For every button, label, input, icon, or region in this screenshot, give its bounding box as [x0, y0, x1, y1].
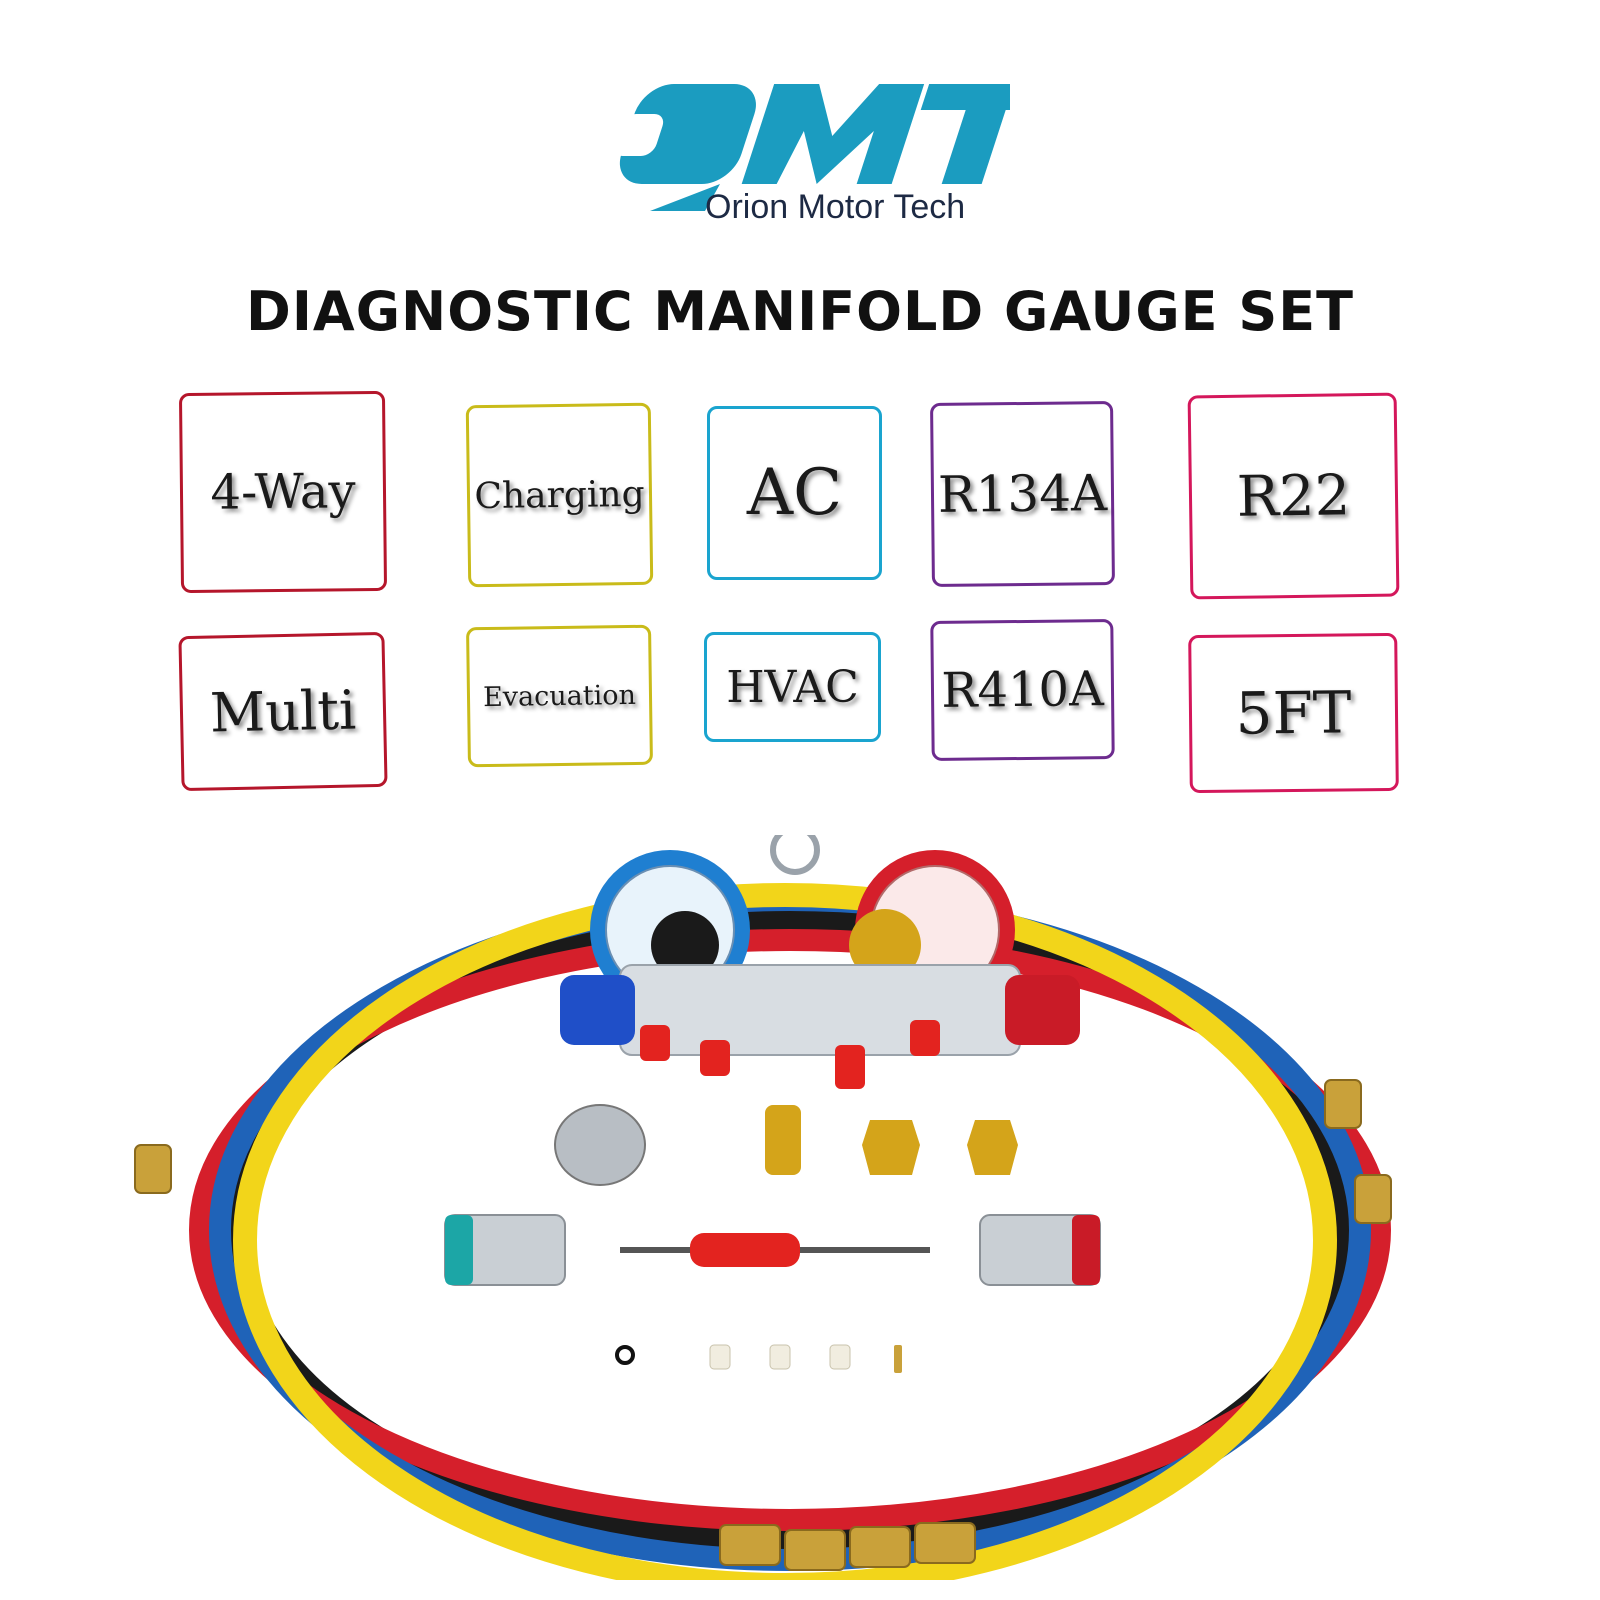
tag-label: 5FT — [1235, 678, 1352, 748]
tag-label: AC — [746, 456, 843, 530]
tag-r22: R22 — [1187, 392, 1400, 600]
manifold-body — [560, 835, 1080, 1089]
tag-label: R22 — [1236, 462, 1351, 530]
tag-label: Evacuation — [482, 679, 637, 713]
tag-hvac: HVAC — [704, 632, 881, 742]
yellow-hose — [233, 883, 1337, 1580]
tag-label: R134A — [937, 464, 1108, 524]
tag-4-way: 4-Way — [178, 390, 388, 594]
tag-evacuation: Evacuation — [466, 624, 653, 768]
tag-label: 4-Way — [210, 463, 356, 521]
tag-label: R410A — [940, 661, 1104, 719]
hose-fittings — [134, 1079, 1392, 1571]
tag-multi: Multi — [178, 631, 388, 792]
tag-label: HVAC — [726, 661, 859, 713]
tag-label: Multi — [209, 678, 357, 745]
adapters-and-accessories — [444, 1104, 1101, 1373]
brand-name: Orion Motor Tech — [705, 188, 966, 226]
product-photo — [120, 835, 1460, 1580]
red-hose — [189, 929, 1391, 1531]
tag-ac: AC — [707, 406, 882, 580]
omt-logo-graphic — [614, 84, 1010, 211]
tag-5ft: 5FT — [1188, 632, 1399, 794]
tag-charging: Charging — [465, 402, 654, 588]
brand-logo: Orion Motor Tech — [580, 66, 1010, 236]
tag-r410a: R410A — [930, 619, 1115, 761]
tag-r134a: R134A — [930, 401, 1115, 587]
page-title: DIAGNOSTIC MANIFOLD GAUGE SET — [246, 280, 1354, 343]
tag-label: Charging — [474, 473, 645, 517]
manifold-gauge-kit-illustration — [134, 835, 1392, 1580]
